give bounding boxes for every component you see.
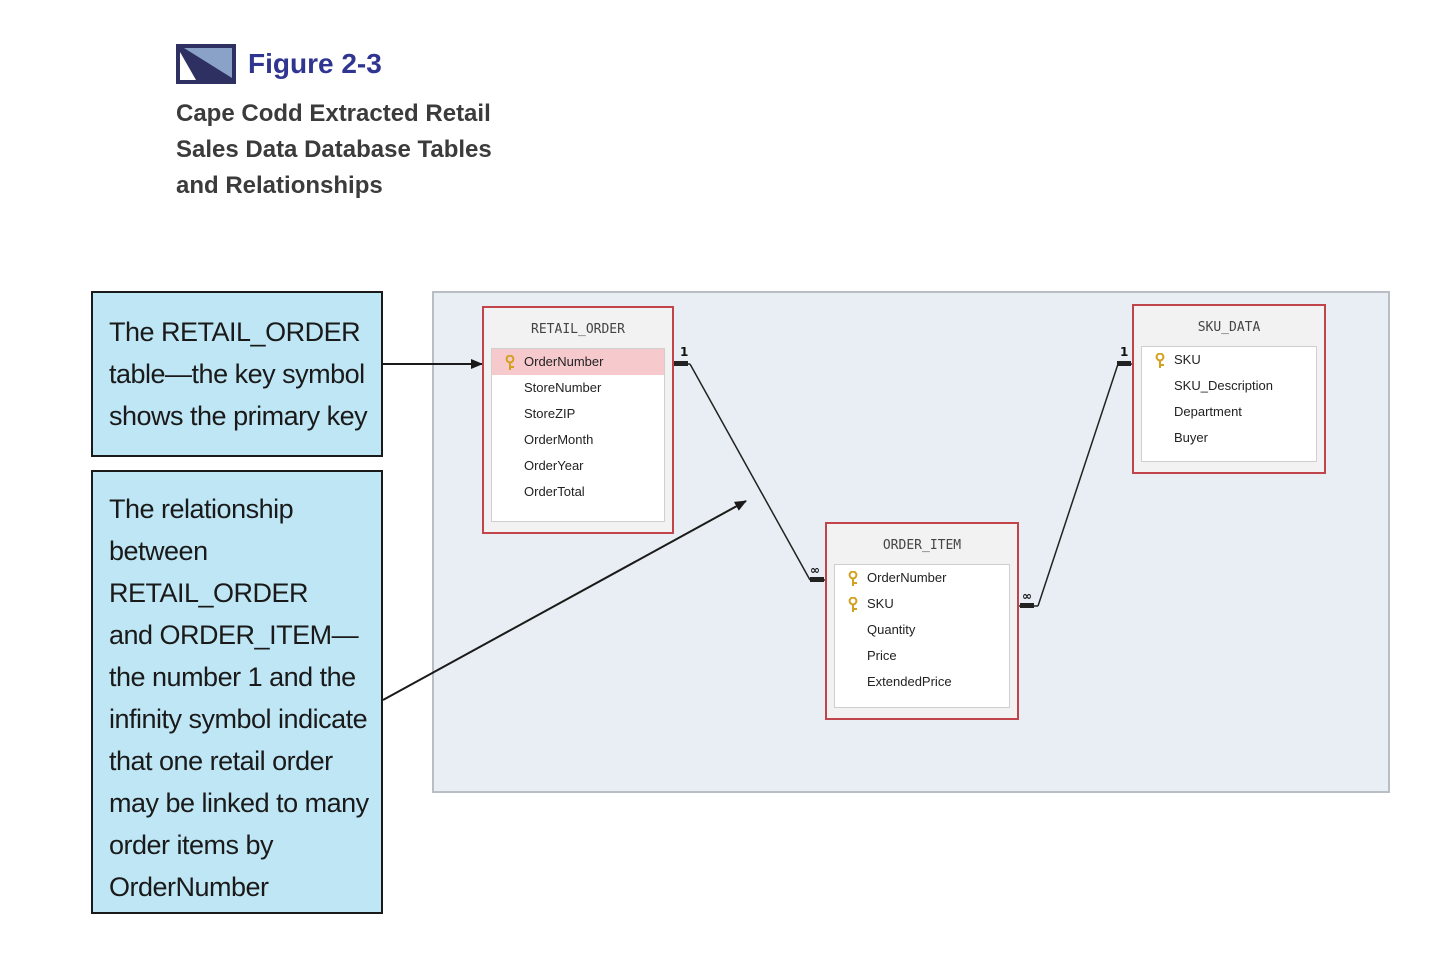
field-name: Quantity <box>867 622 916 637</box>
callout-line: infinity symbol indicate <box>109 704 368 734</box>
figure-title: Cape Codd Extracted Retail Sales Data Da… <box>176 96 576 204</box>
table-card-retail-order[interactable]: RETAIL_ORDER OrderNumber StoreNumber Sto… <box>482 306 674 534</box>
field-name: StoreNumber <box>524 380 602 395</box>
field-list: OrderNumber SKU Quantity Price ExtendedP… <box>834 564 1010 708</box>
field-row[interactable]: ExtendedPrice <box>835 669 1009 695</box>
field-row[interactable]: SKU_Description <box>1142 373 1316 399</box>
field-name: StoreZIP <box>524 406 576 421</box>
callout-line: OrderNumber <box>109 872 269 902</box>
field-name: OrderNumber <box>867 570 947 585</box>
field-row[interactable]: Quantity <box>835 617 1009 643</box>
field-row[interactable]: Buyer <box>1142 425 1316 451</box>
field-row[interactable]: SKU <box>1142 347 1316 373</box>
callout-line: that one retail order <box>109 746 333 776</box>
field-row[interactable]: StoreZIP <box>492 401 664 427</box>
callout-line: shows the primary key <box>109 401 368 431</box>
field-row[interactable]: StoreNumber <box>492 375 664 401</box>
figure-logo-icon <box>176 44 236 84</box>
callout-line: The RETAIL_ORDER <box>109 317 361 347</box>
table-title: RETAIL_ORDER <box>531 322 625 337</box>
table-card-order-item[interactable]: ORDER_ITEM OrderNumber SKU Quantity Pric… <box>825 522 1019 720</box>
field-name: OrderTotal <box>524 484 585 499</box>
table-title: ORDER_ITEM <box>882 538 962 553</box>
figure-label: Figure 2-3 <box>248 48 382 79</box>
field-name: Department <box>1174 404 1242 419</box>
key-icon <box>505 355 515 370</box>
field-row[interactable]: Price <box>835 643 1009 669</box>
field-row[interactable]: OrderMonth <box>492 427 664 453</box>
field-row[interactable]: OrderNumber <box>492 349 664 375</box>
table-card-sku-data[interactable]: SKU_DATA SKU SKU_Description Department … <box>1132 304 1326 474</box>
cardinality-one-label: 1 <box>680 345 689 359</box>
cardinality-many-label: ∞ <box>1022 589 1032 603</box>
key-icon <box>848 597 858 612</box>
field-name: Price <box>867 648 897 663</box>
field-name: SKU <box>1174 352 1201 367</box>
callout-line: between <box>109 536 208 566</box>
callout-line: the number 1 and the <box>109 662 356 692</box>
key-icon <box>848 571 858 586</box>
field-row[interactable]: SKU <box>835 591 1009 617</box>
callout-line: The relationship <box>109 494 294 524</box>
callout-line: and ORDER_ITEM— <box>109 620 359 650</box>
field-row[interactable]: Department <box>1142 399 1316 425</box>
field-list: OrderNumber StoreNumber StoreZIP OrderMo… <box>491 348 665 522</box>
field-name: OrderNumber <box>524 354 604 369</box>
callout-line: may be linked to many <box>109 788 369 818</box>
figure-title-line: Cape Codd Extracted Retail <box>176 100 491 127</box>
callout-relationship: The relationship between RETAIL_ORDER an… <box>91 470 383 914</box>
callout-primary-key: The RETAIL_ORDER table—the key symbol sh… <box>91 291 383 457</box>
field-list: SKU SKU_Description Department Buyer <box>1141 346 1317 462</box>
field-name: OrderYear <box>524 458 584 473</box>
cardinality-one-label: 1 <box>1120 345 1129 359</box>
callout-line: table—the key symbol <box>109 359 365 389</box>
key-icon <box>1155 353 1165 368</box>
field-name: OrderMonth <box>524 432 594 447</box>
field-row[interactable]: OrderYear <box>492 453 664 479</box>
cardinality-many-label: ∞ <box>810 563 820 577</box>
callout-line: order items by <box>109 830 274 860</box>
figure-title-line: Sales Data Database Tables <box>176 136 492 163</box>
field-name: SKU_Description <box>1174 378 1273 393</box>
figure-title-line: and Relationships <box>176 172 383 199</box>
field-name: SKU <box>867 596 894 611</box>
field-name: ExtendedPrice <box>867 674 952 689</box>
field-row[interactable]: OrderNumber <box>835 565 1009 591</box>
field-row[interactable]: OrderTotal <box>492 479 664 505</box>
table-title: SKU_DATA <box>1197 320 1261 335</box>
field-name: Buyer <box>1174 430 1208 445</box>
callout-line: RETAIL_ORDER <box>109 578 309 608</box>
